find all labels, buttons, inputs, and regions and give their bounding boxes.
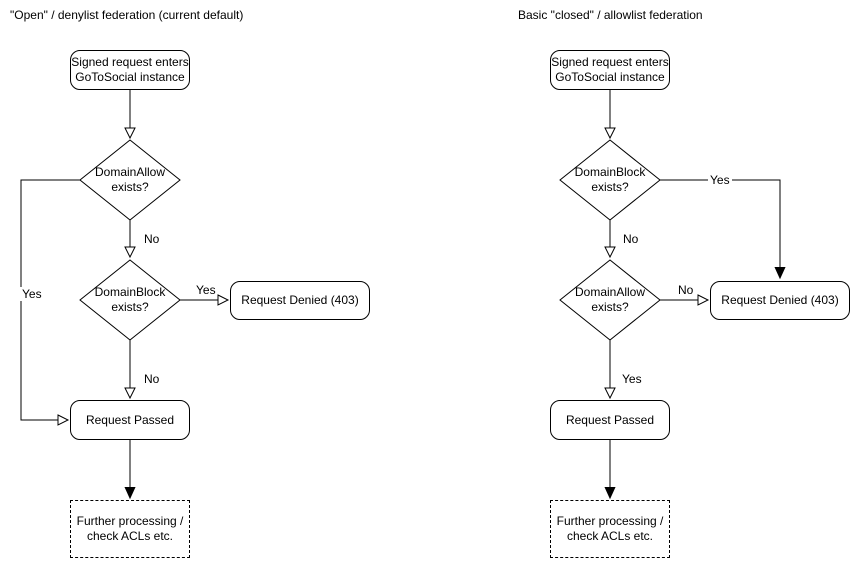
left-start-node: Signed request enters GoToSocial instanc…: [70, 50, 190, 90]
left-edge-label-allow-no: No: [144, 232, 160, 246]
right-flow-title: Basic "closed" / allowlist federation: [518, 8, 703, 22]
left-request-passed-node: Request Passed: [70, 400, 190, 440]
right-edge-label-block-yes: Yes: [708, 173, 732, 187]
right-domainblock-diamond: [559, 139, 661, 221]
left-domainblock-diamond: [79, 259, 181, 341]
right-domainallow-diamond: [559, 259, 661, 341]
right-edge-label-block-no: No: [623, 232, 639, 246]
left-further-processing-node: Further processing / check ACLs etc.: [70, 500, 190, 558]
left-request-denied-node: Request Denied (403): [230, 281, 370, 320]
right-edge-domainblock-yes: [660, 179, 780, 278]
right-further-processing-node: Further processing / check ACLs etc.: [550, 500, 670, 558]
left-domainallow-diamond: [79, 139, 181, 221]
left-edge-label-allow-yes: Yes: [20, 287, 44, 301]
right-start-node: Signed request enters GoToSocial instanc…: [550, 50, 670, 90]
right-edge-label-allow-yes: Yes: [622, 372, 642, 386]
right-request-passed-node: Request Passed: [550, 400, 670, 440]
left-flow-title: "Open" / denylist federation (current de…: [10, 8, 244, 22]
left-edge-label-block-yes: Yes: [196, 283, 216, 297]
right-edge-label-allow-no: No: [678, 283, 694, 297]
right-request-denied-node: Request Denied (403): [710, 281, 850, 320]
left-edge-label-block-no: No: [144, 372, 160, 386]
